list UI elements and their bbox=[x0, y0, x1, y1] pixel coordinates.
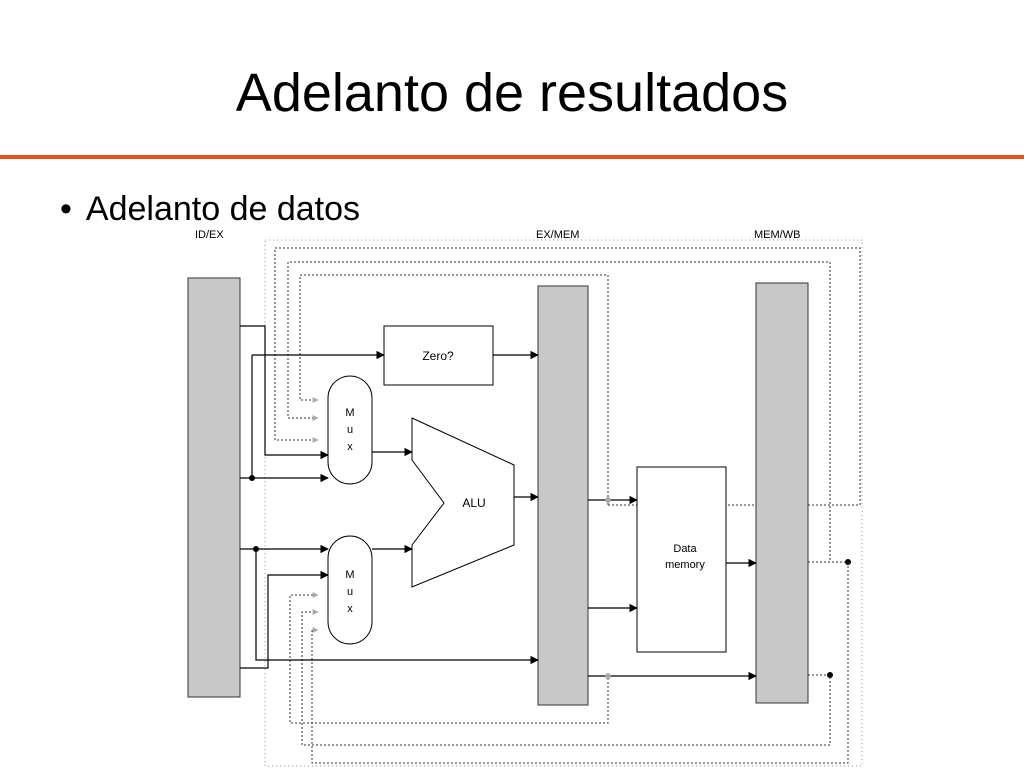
mux-top-letter-u: u bbox=[347, 424, 353, 436]
id-ex-register bbox=[187, 277, 241, 698]
data-memory-label-line1: Data bbox=[673, 543, 697, 555]
junction-dots bbox=[249, 475, 851, 678]
zero-block bbox=[383, 325, 494, 386]
mux-bottom-letter-x: x bbox=[347, 603, 353, 615]
bullet-dot-icon: • bbox=[60, 190, 72, 228]
title-divider bbox=[0, 155, 1024, 159]
mux-bottom bbox=[327, 535, 373, 645]
datapath-wires bbox=[240, 325, 757, 681]
junction-dots-gray bbox=[605, 497, 611, 679]
bullet-item: • Adelanto de datos bbox=[60, 190, 360, 229]
diagram-frame bbox=[264, 239, 863, 767]
mem-wb-register bbox=[755, 282, 809, 704]
alu-block bbox=[411, 417, 515, 588]
mux-top bbox=[327, 375, 373, 485]
forwarding-paths bbox=[274, 247, 861, 764]
mux-top-letter-m: M bbox=[345, 407, 354, 419]
mem-wb-label: MEM/WB bbox=[754, 229, 800, 241]
ex-mem-register bbox=[537, 285, 589, 706]
mux-bottom-letter-m: M bbox=[345, 569, 354, 581]
mux-top-letter-x: x bbox=[347, 441, 353, 453]
data-memory-label-line2: memory bbox=[665, 559, 705, 571]
alu-label: ALU bbox=[462, 496, 485, 510]
data-memory-block bbox=[636, 466, 727, 653]
slide-title: Adelanto de resultados bbox=[235, 63, 789, 123]
zero-label: Zero? bbox=[422, 349, 454, 363]
ex-mem-label: EX/MEM bbox=[536, 229, 579, 241]
id-ex-label: ID/EX bbox=[195, 229, 224, 241]
mux-bottom-letter-u: u bbox=[347, 586, 353, 598]
bullet-text: Adelanto de datos bbox=[85, 190, 361, 228]
